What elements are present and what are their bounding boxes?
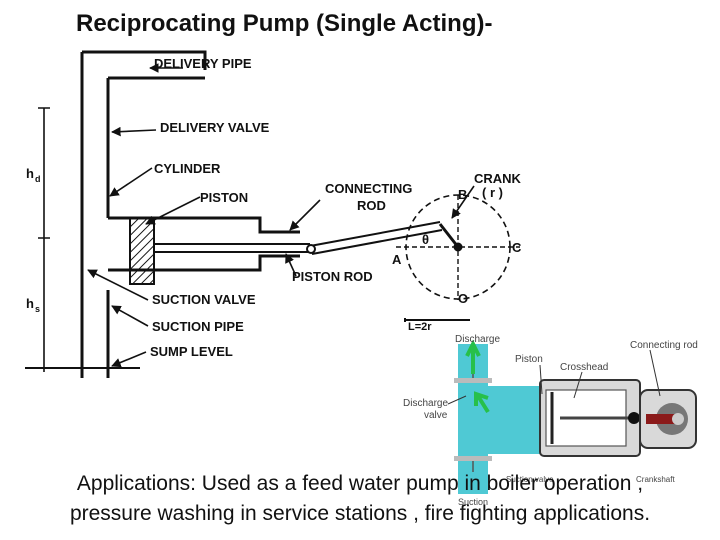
label-delivery-pipe: DELIVERY PIPE xyxy=(154,56,252,71)
piston-block xyxy=(129,217,155,285)
schematic-diagram xyxy=(25,50,520,378)
label-discharge: Discharge xyxy=(455,334,500,345)
label-discharge-valve-2: valve xyxy=(424,410,448,421)
discharge-valve-plate xyxy=(454,378,492,383)
label-stroke: L=2r xyxy=(408,321,432,333)
piston-rod xyxy=(154,243,310,253)
connecting-rod-bar xyxy=(646,414,678,424)
caption-line-1: Applications: Used as a feed water pump … xyxy=(76,472,644,495)
connecting-rod-line xyxy=(309,221,443,255)
label-crankshaft: Crankshaft xyxy=(636,475,675,484)
label-crosshead: Crosshead xyxy=(560,362,608,373)
flow-arrow xyxy=(474,391,490,414)
page-title: Reciprocating Pump (Single Acting)- xyxy=(76,10,493,37)
caption-line-2: pressure washing in service stations , f… xyxy=(69,502,651,525)
label-point-b: B xyxy=(458,187,467,202)
label-sump-level: SUMP LEVEL xyxy=(150,344,233,359)
label-connecting-rod: CONNECTING xyxy=(325,181,412,196)
label-piston: PISTON xyxy=(200,190,248,205)
label-discharge-valve: Discharge xyxy=(403,398,448,409)
label-point-o: O xyxy=(458,291,468,306)
label-suction-pipe: SUCTION PIPE xyxy=(152,319,244,334)
label-hs-sub: s xyxy=(35,304,40,314)
label-theta: θ xyxy=(422,232,429,247)
label-suction-valve-2: Suction valve xyxy=(506,475,554,484)
label-point-a: A xyxy=(392,252,402,267)
label-connecting-rod-2: ROD xyxy=(357,198,386,213)
label-crank: CRANK xyxy=(474,171,522,186)
label-piston-2: Piston xyxy=(515,354,543,365)
label-piston-rod: PISTON ROD xyxy=(292,269,373,284)
schematic-labels: DELIVERY PIPE DELIVERY VALVE CYLINDER PI… xyxy=(26,56,522,359)
label-hd: h xyxy=(26,166,34,181)
label-suction: Suction xyxy=(458,497,488,507)
cylinder-bottom xyxy=(108,254,300,272)
discharge-arrow xyxy=(465,339,481,374)
label-delivery-valve: DELIVERY VALVE xyxy=(160,120,270,135)
water-chamber xyxy=(458,386,540,454)
label-point-c: C xyxy=(512,240,522,255)
suction-valve-plate xyxy=(454,456,492,461)
label-hs: h xyxy=(26,296,34,311)
label-cylinder: CYLINDER xyxy=(154,161,221,176)
delivery-pipe-top xyxy=(82,50,207,70)
label-suction-valve: SUCTION VALVE xyxy=(152,292,256,307)
label-hd-sub: d xyxy=(35,174,41,184)
label-crank-r: ( r ) xyxy=(482,185,503,200)
pump-illustration: Discharge Connecting rod Piston Crosshea… xyxy=(400,334,700,507)
cylinder-top xyxy=(108,216,300,234)
crosshead-dot xyxy=(628,412,640,424)
label-connecting-rod-2: Connecting rod xyxy=(630,340,698,351)
crosshead-pin xyxy=(306,244,316,254)
